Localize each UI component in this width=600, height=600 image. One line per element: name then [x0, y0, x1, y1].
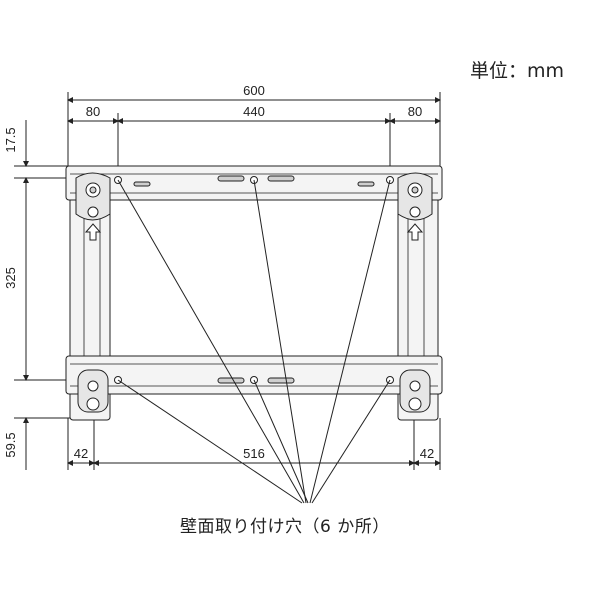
- dim-right-offset: 80: [408, 104, 422, 119]
- right-hinge-bottom: [399, 369, 431, 413]
- leader-lines: [117, 179, 391, 504]
- dim-left-offset: 80: [86, 104, 100, 119]
- frame-slots: [133, 175, 375, 384]
- right-hinge-top: [397, 172, 433, 241]
- dim-total-width: 600: [243, 83, 265, 98]
- frame-details: [70, 173, 438, 387]
- dim-bottom-offset: 59.5: [3, 432, 18, 457]
- dim-bottom-left: 42: [74, 446, 88, 461]
- dim-bottom-right: 42: [420, 446, 434, 461]
- dim-top-offset: 17.5: [3, 127, 18, 152]
- dim-hole-span: 440: [243, 104, 265, 119]
- left-hinge-top: [75, 172, 111, 241]
- mounting-holes: [114, 176, 394, 384]
- mounting-holes-caption: 壁面取り付け穴（6 か所）: [180, 517, 390, 537]
- dim-vertical-span: 325: [3, 267, 18, 289]
- bottom-dimensions: [67, 418, 441, 470]
- unit-label: 単位：mm: [470, 60, 565, 82]
- left-hinge-bottom: [77, 369, 109, 413]
- dim-bottom-span: 516: [243, 446, 265, 461]
